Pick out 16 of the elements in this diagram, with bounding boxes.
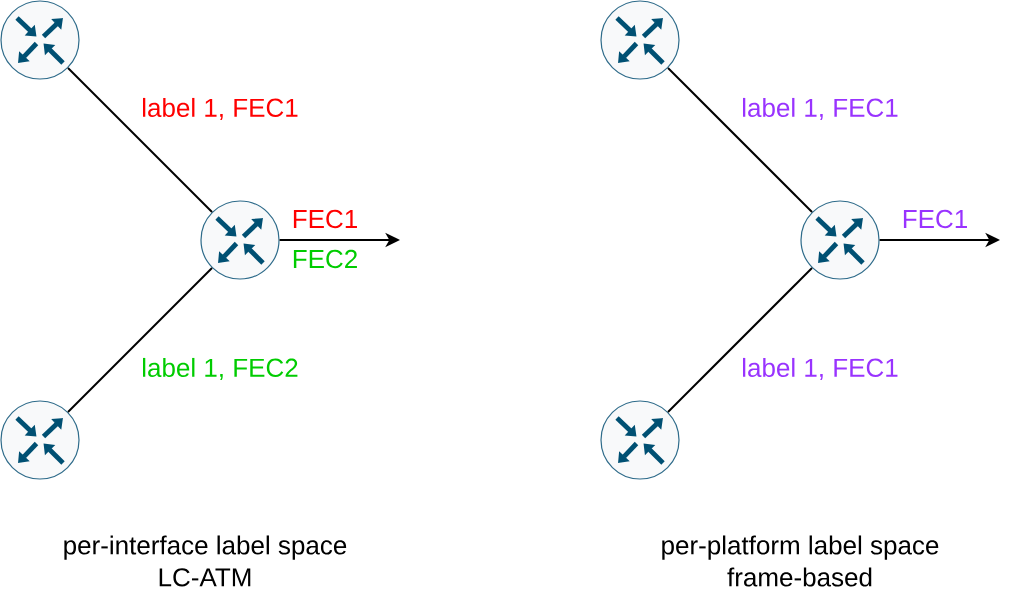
edge-label: FEC1 bbox=[903, 209, 967, 229]
connector-line bbox=[67, 67, 213, 213]
edge-label: label 1, FEC1 bbox=[143, 97, 298, 121]
edge-label: label 1, FEC2 bbox=[143, 357, 298, 381]
edge-label: FEC1 bbox=[293, 209, 357, 229]
edge-label: label 1, FEC1 bbox=[743, 97, 898, 121]
connector-line bbox=[67, 267, 213, 413]
router-icon bbox=[600, 400, 680, 480]
connector-line bbox=[667, 67, 813, 213]
edge-label: label 1, FEC1 bbox=[743, 357, 898, 381]
router-icon bbox=[0, 400, 80, 480]
router-icon bbox=[800, 200, 880, 280]
router-icon bbox=[600, 0, 680, 80]
connector-line bbox=[667, 267, 813, 413]
router-icon bbox=[200, 200, 280, 280]
router-icon bbox=[0, 0, 80, 80]
